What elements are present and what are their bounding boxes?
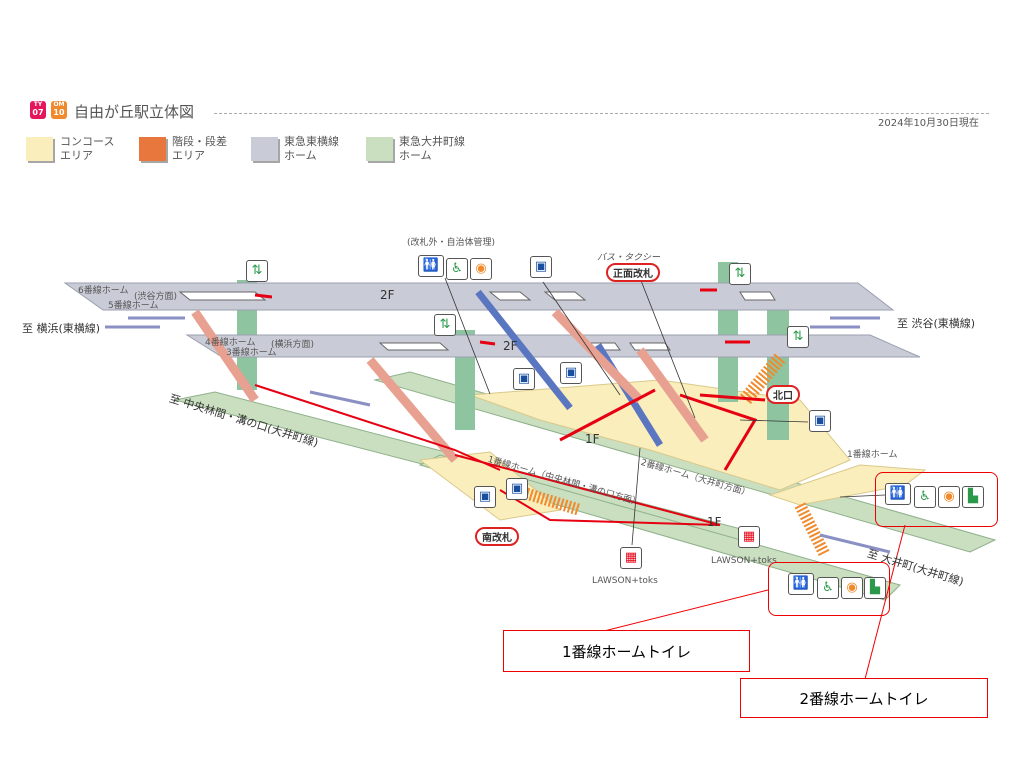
restroom-icon: 🚻 (418, 255, 444, 277)
legend-label-stairs: 階段・段差エリア (172, 135, 227, 162)
destination-shibuya: 至 渋谷(東横線) (897, 317, 976, 330)
floor-label-2f: 2F (503, 339, 518, 353)
escalator (475, 289, 573, 411)
north-exit-label: 北口 (766, 385, 800, 404)
stairs (794, 502, 831, 558)
baby-icon: ◉ (938, 486, 960, 508)
route-arrow (479, 340, 496, 346)
route-arrow (679, 393, 758, 471)
elevator-icon: ⇅ (434, 314, 456, 336)
bus-taxi-label: バス・タクシー (597, 253, 661, 263)
ticket-machine-icon: ▣ (809, 410, 831, 432)
stairs (551, 308, 644, 404)
label-platform-6: 6番線ホーム (78, 286, 129, 296)
ticket-machine-icon: ▣ (530, 256, 552, 278)
baby-icon: ◉ (841, 577, 863, 599)
wheelchair-icon: ♿ (446, 258, 468, 280)
legend-swatch-stairs (139, 137, 166, 161)
wheelchair-icon: ♿ (914, 486, 936, 508)
ticket-machine-icon: ▣ (474, 486, 496, 508)
elevator-icon: ⇅ (787, 326, 809, 348)
stairs (513, 484, 582, 516)
legend-label-concourse: コンコースエリア (60, 135, 115, 162)
label-platform-3: 3番線ホーム (226, 348, 277, 358)
shop-icon: ▦ (620, 547, 642, 569)
route-arrow (559, 388, 656, 442)
ticket-office-icon: ▣ (513, 368, 535, 390)
ticket-machine-icon: ▣ (560, 362, 582, 384)
lawson-label: LAWSON+toks (592, 576, 658, 586)
destination-yokohama: 至 横浜(東横線) (22, 322, 101, 335)
label-platform-1-east: 1番線ホーム (847, 450, 898, 460)
wheelchair-icon: ♿ (817, 577, 839, 599)
as-of-date: 2024年10月30日現在 (878, 118, 979, 129)
lawson-label: LAWSON+toks (711, 556, 777, 566)
platform1-toilet-annotation: 1番線ホームトイレ (503, 630, 750, 672)
ticket-machine-icon: ▣ (506, 478, 528, 500)
callout-leader-2 (864, 524, 906, 680)
stairs (366, 357, 459, 463)
title-divider (214, 113, 989, 114)
legend-swatch-concourse (26, 137, 53, 161)
elevator-icon: ⇅ (246, 260, 268, 282)
platform2-toilet-annotation: 2番線ホームトイレ (740, 678, 988, 718)
floor-label-2f: 2F (380, 288, 395, 302)
floor-label-1f: 1F (707, 515, 722, 529)
main-gate-label: 正面改札 (606, 263, 660, 282)
label-shibuya-direction: (渋谷方面) (134, 292, 178, 302)
restroom-icon: 🚻 (885, 483, 911, 505)
stairs (739, 353, 786, 405)
stairs (636, 347, 709, 443)
platform2-toilet-highlight (875, 472, 998, 527)
route-line (454, 454, 721, 526)
page-title: 自由が丘駅立体図 (74, 103, 195, 121)
callout-leader-1 (599, 589, 769, 633)
label-platform-5: 5番線ホーム (108, 301, 159, 311)
baby-icon: ◉ (470, 258, 492, 280)
floor-label-1f: 1F (585, 432, 600, 446)
platform1-toilet-highlight (768, 562, 890, 616)
outside-gate-note: (改札外・自治体管理) (407, 238, 496, 248)
multipurpose-toilet-icon: ▙ (962, 486, 984, 508)
legend-swatch-oimachi (366, 137, 393, 161)
legend-label-oimachi: 東急大井町線ホーム (399, 135, 465, 162)
stairs (191, 309, 259, 403)
shop-icon: ▦ (738, 526, 760, 548)
concourse-area (469, 379, 851, 491)
east-concourse (768, 464, 927, 506)
legend-label-toyoko: 東急東横線ホーム (284, 135, 339, 162)
route-arrow (699, 393, 766, 402)
multipurpose-toilet-icon: ▙ (864, 577, 886, 599)
label-platform-4: 4番線ホーム (205, 338, 256, 348)
legend-swatch-toyoko (251, 137, 278, 161)
south-gate-label: 南改札 (475, 527, 519, 546)
elevator-icon: ⇅ (729, 263, 751, 285)
route-arrow (254, 293, 273, 299)
restroom-icon: 🚻 (788, 573, 814, 595)
label-yokohama-direction: (横浜方面) (271, 340, 315, 350)
